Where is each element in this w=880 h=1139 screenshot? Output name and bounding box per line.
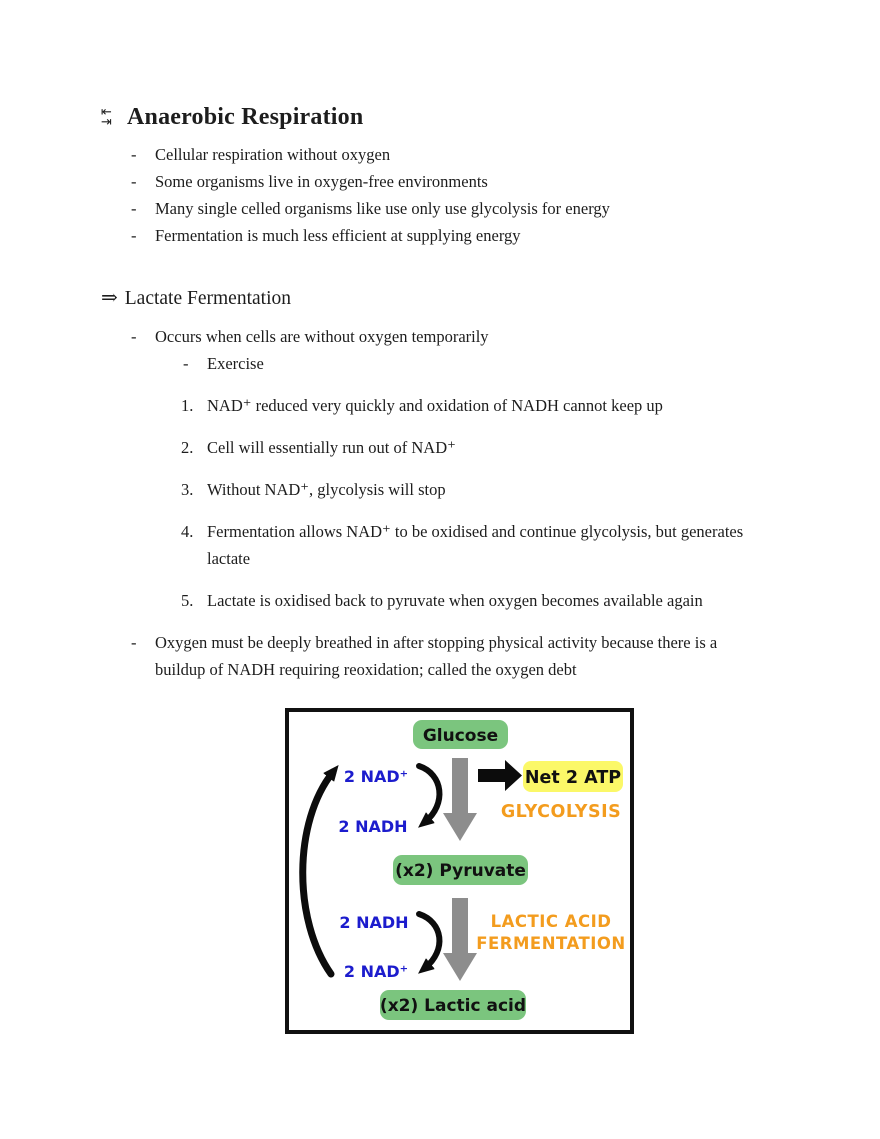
list-item-text: Exercise [207, 354, 264, 373]
bullet-dash: - [131, 199, 137, 218]
nad-to-nadh-curve-top [416, 763, 443, 828]
nadh-bottom-label: 2 NADH [339, 913, 408, 932]
numbered-item: 2. Cell will essentially run out of NAD⁺ [101, 434, 880, 461]
numbered-item-text: Cell will essentially run out of NAD⁺ [207, 438, 456, 457]
list-item-text: Occurs when cells are without oxygen tem… [155, 327, 489, 346]
nad-recycle-arc [299, 764, 339, 978]
glycolysis-down-arrow [443, 758, 477, 841]
lactic-acid-node [380, 990, 526, 1020]
title-row: ⇤ ⇥ Anaerobic Respiration [101, 102, 880, 132]
glucose-node [413, 720, 508, 749]
numbered-item-text: Without NAD⁺, glycolysis will stop [207, 480, 446, 499]
nad-top-label: 2 NAD⁺ [344, 767, 408, 786]
list-item-text: Cellular respiration without oxygen [155, 145, 391, 164]
list-item-text: Fermentation is much less efficient at s… [155, 226, 521, 245]
pyruvate-label: (x2) Pyruvate [395, 861, 526, 881]
list-item: - Occurs when cells are without oxygen t… [101, 323, 880, 350]
numbered-item-text: Lactate is oxidised back to pyruvate whe… [207, 591, 703, 610]
numbered-item: 5. Lactate is oxidised back to pyruvate … [101, 587, 880, 614]
page-content: ⇤ ⇥ Anaerobic Respiration - Cellular res… [101, 102, 880, 1034]
numbered-item-text: NAD⁺ reduced very quickly and oxidation … [207, 396, 663, 415]
list-item-text: Many single celled organisms like use on… [155, 199, 610, 218]
bullet-dash: - [131, 172, 137, 191]
lactic-acid-label: (x2) Lactic acid [380, 996, 526, 1016]
item-number: 5. [181, 591, 194, 610]
sub-list-item: - Exercise [101, 350, 880, 377]
section-title: Lactate Fermentation [124, 288, 291, 309]
list-item-text: Oxygen must be deeply breathed in after … [155, 633, 718, 679]
item-number: 3. [181, 480, 194, 499]
fermentation-diagram: Glucose Net 2 ATP GLYCOLYSIS 2 NAD⁺ 2 NA… [285, 708, 634, 1034]
double-arrow-icon: ⇒ [101, 287, 118, 309]
bullet-dash: - [131, 633, 137, 652]
atp-arrow [478, 760, 522, 791]
list-item: - Some organisms live in oxygen-free env… [131, 168, 751, 195]
list-item: - Cellular respiration without oxygen [131, 141, 751, 168]
item-number: 2. [181, 438, 194, 457]
item-number: 4. [181, 522, 194, 541]
pyruvate-node [393, 855, 528, 885]
list-item: - Fermentation is much less efficient at… [131, 222, 751, 249]
list-item: - Oxygen must be deeply breathed in afte… [101, 629, 880, 683]
bullet-dash: - [131, 327, 137, 346]
nad-bottom-label: 2 NAD⁺ [344, 962, 408, 981]
nadh-top-label: 2 NADH [338, 817, 407, 836]
numbered-item-text: Fermentation allows NAD⁺ to be oxidised … [207, 522, 744, 568]
intro-bullet-list: - Cellular respiration without oxygen - … [101, 141, 751, 249]
fermentation-down-arrow [443, 898, 477, 981]
page-title: Anaerobic Respiration [127, 104, 364, 130]
numbered-item: 1. NAD⁺ reduced very quickly and oxidati… [101, 392, 880, 419]
item-number: 1. [181, 396, 194, 415]
numbered-item: 4. Fermentation allows NAD⁺ to be oxidis… [101, 518, 880, 572]
fermentation-label-line1: LACTIC ACID [491, 912, 612, 931]
atp-label: Net 2 ATP [525, 768, 621, 788]
list-item-text: Some organisms live in oxygen-free envir… [155, 172, 488, 191]
fermentation-label-line2: FERMENTATION [476, 934, 625, 953]
section-heading-row: ⇒ Lactate Fermentation [101, 285, 880, 312]
arrow-to-bar-right-icon: ⇥ [101, 115, 112, 130]
numbered-list: 1. NAD⁺ reduced very quickly and oxidati… [101, 392, 880, 614]
indent-arrows-icon: ⇤ ⇥ [101, 105, 120, 130]
bullet-dash: - [183, 354, 189, 373]
bullet-dash: - [131, 226, 137, 245]
list-item: - Many single celled organisms like use … [131, 195, 751, 222]
glycolysis-label: GLYCOLYSIS [501, 802, 621, 822]
numbered-item: 3. Without NAD⁺, glycolysis will stop [101, 476, 880, 503]
nadh-to-nad-curve-bottom [416, 911, 443, 974]
bullet-dash: - [131, 145, 137, 164]
atp-node [523, 761, 623, 792]
arrow-to-bar-left-icon: ⇤ [101, 105, 112, 120]
glucose-label: Glucose [423, 726, 498, 746]
fermentation-diagram-svg: Glucose Net 2 ATP GLYCOLYSIS 2 NAD⁺ 2 NA… [285, 708, 634, 1034]
